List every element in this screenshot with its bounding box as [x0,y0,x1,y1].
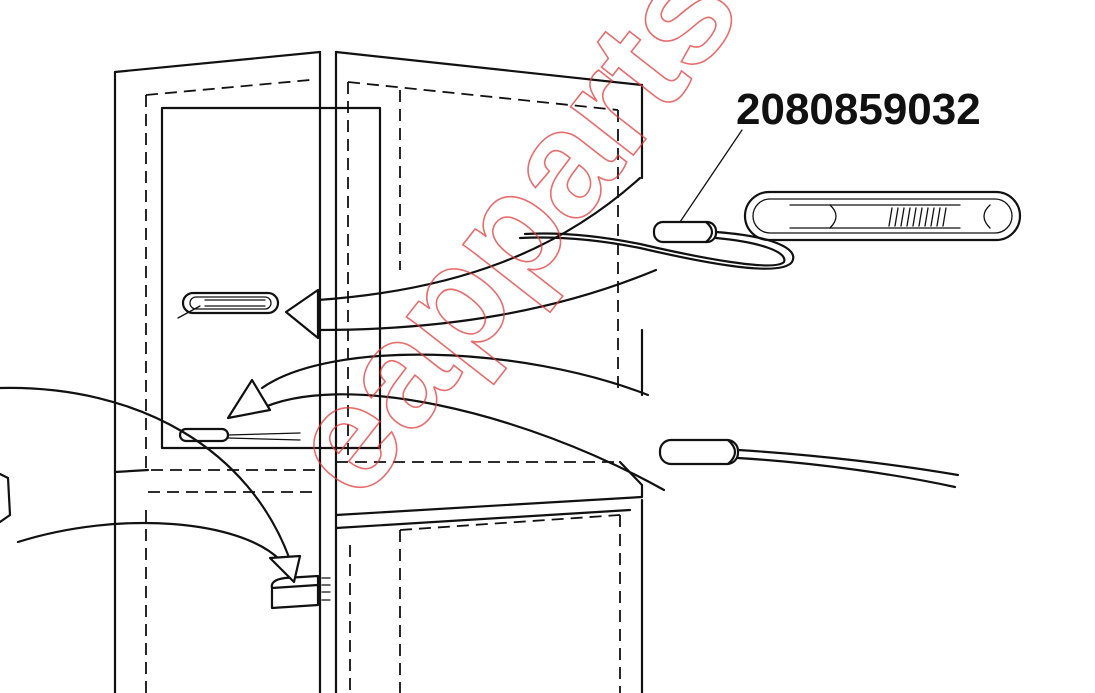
sensor-probe-bottom [658,438,960,489]
divider-left-top [113,468,150,474]
fridge-cabinet [113,50,644,693]
arrow-3-line [0,386,292,562]
guidance-arrows [0,176,666,584]
part-number-label: 2080859032 [736,85,981,134]
hinge-connector-pins [321,577,331,601]
inner-panel [160,106,382,450]
sensor-probe-cap [704,220,714,244]
hinge-connector-body [270,583,320,610]
cabinet-top-left-edge [113,50,322,74]
arrow-1-head [284,288,320,340]
sensor-holder [743,190,1022,242]
cabinet-top-right-edge [334,50,644,87]
dash-upper-left-top [145,79,311,96]
hinge-connector-top [270,574,320,590]
divider-side [618,460,644,499]
arrow-3-head [268,554,302,584]
sensor-bottom-cable-2 [736,456,957,489]
sensor-holder-inner [752,198,1013,234]
sensor-probe-bottom-body [658,438,740,466]
dashed-outlines [145,79,621,693]
installed-holder-inner [189,296,272,310]
arrow-2-upper-line [260,353,650,397]
sensor-cable-inner [523,232,786,267]
lower-compartment-edge [334,508,632,530]
sensor-holder-slot [789,204,961,229]
arrow-3-line-2 [16,521,282,562]
installed-holder [177,291,280,319]
hinge-connector [270,574,331,610]
arrow-1-upper-line [316,176,642,302]
installed-probe [178,427,301,443]
left-part-outline [0,472,12,524]
sensor-holder-ribs [888,207,947,227]
part-number-leader [679,129,743,223]
sensor-cable [518,230,795,270]
divider-front [334,495,644,517]
left-partial-part [0,472,12,524]
installed-holder-lines [177,299,266,319]
sensor-bottom-cable [736,448,960,477]
sensor-holder-clip [829,204,991,229]
sensor-probe-top [518,220,795,270]
dash-upper-left [145,95,320,471]
arrow-2-lower-line [256,393,666,492]
installed-probe-wire [227,432,301,441]
arrow-1-lower-line [316,268,658,332]
watermark-text: eapparts [253,0,770,525]
dash-upper-right-top [347,81,619,111]
sensor-holder-outer [743,190,1022,242]
arrow-2-head [226,378,272,420]
sensor-probe-body [652,220,718,244]
sensor-probe-bottom-cap [726,438,737,466]
installed-holder-outer [181,291,280,315]
